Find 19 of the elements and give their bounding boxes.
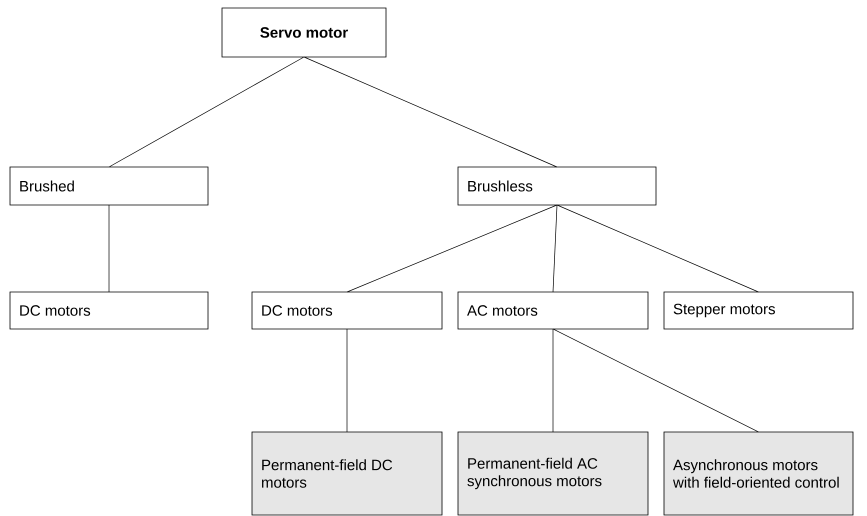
type-box: DC motors	[252, 292, 442, 330]
connector-line	[552, 204, 558, 292]
connector-line	[346, 328, 348, 432]
leaf-box: Permanent-field AC synchronous motors	[458, 432, 648, 516]
connector-line	[346, 204, 558, 292]
leaf-box: Asynchronous motors with field-oriented control	[664, 432, 854, 516]
root-box: Servo motor	[222, 8, 386, 58]
connector-line	[304, 56, 558, 168]
category-box: Brushless	[458, 166, 656, 206]
connector-line	[108, 56, 304, 168]
connector-line	[108, 204, 110, 292]
category-box: Brushed	[10, 166, 208, 206]
type-box: DC motors	[10, 292, 208, 330]
connector-line	[556, 204, 759, 292]
connector-line	[552, 328, 554, 432]
type-box: AC motors	[458, 292, 648, 330]
leaf-box: Permanent-field DC motors	[252, 432, 442, 516]
connector-line	[552, 328, 759, 432]
type-box: Stepper motors	[664, 292, 854, 330]
